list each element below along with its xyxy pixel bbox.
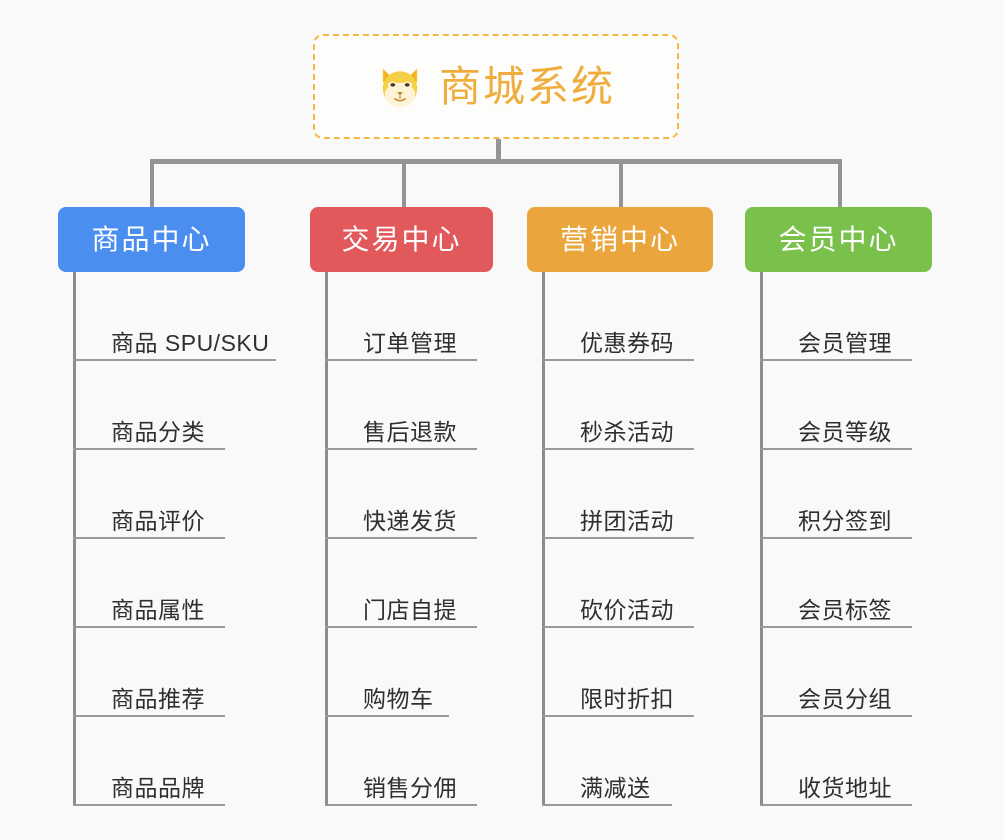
leaf-item[interactable]: 拼团活动 [542,450,694,539]
leaf-label: 门店自提 [363,596,457,623]
category-box-marketing-center[interactable]: 营销中心 [527,207,713,272]
leaf-item[interactable]: 商品分类 [73,361,225,450]
leaf-label: 满减送 [580,774,651,801]
shiba-inu-dog-face-icon [382,67,418,107]
root-node-content: 商城系统 [377,64,615,110]
leaf-label: 订单管理 [363,329,457,356]
leaf-label: 会员管理 [798,329,892,356]
leaf-item[interactable]: 购物车 [325,628,449,717]
leaf-label: 购物车 [363,685,434,712]
leaf-item[interactable]: 商品属性 [73,539,225,628]
leaf-label: 会员等级 [798,418,892,445]
leaf-item[interactable]: 商品评价 [73,450,225,539]
leaf-item[interactable]: 秒杀活动 [542,361,694,450]
leaf-label: 会员标签 [798,596,892,623]
root-node-shop-system[interactable]: 商城系统 [313,34,679,139]
column-spine-marketing-center [542,272,545,806]
leaf-item[interactable]: 砍价活动 [542,539,694,628]
leaf-item[interactable]: 收货地址 [760,717,912,806]
leaf-item[interactable]: 优惠券码 [542,272,694,361]
leaf-item[interactable]: 限时折扣 [542,628,694,717]
leaf-label: 销售分佣 [363,774,457,801]
leaf-label: 优惠券码 [580,329,674,356]
leaf-item[interactable]: 会员等级 [760,361,912,450]
root-title: 商城系统 [438,62,615,110]
category-box-product-center[interactable]: 商品中心 [58,207,245,272]
leaf-label: 商品 SPU/SKU [111,329,270,356]
category-box-trade-center[interactable]: 交易中心 [310,207,493,272]
connector-drop-product-center [150,159,154,209]
leaf-label: 商品属性 [111,596,205,623]
category-box-member-center[interactable]: 会员中心 [745,207,932,272]
leaf-item[interactable]: 门店自提 [325,539,477,628]
leaf-label: 快递发货 [363,507,457,534]
leaf-label: 积分签到 [798,507,892,534]
leaf-label: 砍价活动 [580,596,674,623]
category-label-trade-center: 交易中心 [341,223,462,255]
connector-drop-member-center [838,159,842,209]
leaf-item[interactable]: 会员标签 [760,539,912,628]
connector-drop-marketing-center [619,159,623,209]
leaf-label: 商品品牌 [111,774,205,801]
leaf-label: 拼团活动 [580,507,674,534]
category-label-marketing-center: 营销中心 [559,223,680,255]
leaf-label: 商品推荐 [111,685,205,712]
leaf-label: 收货地址 [798,774,892,801]
leaf-item[interactable]: 销售分佣 [325,717,477,806]
leaf-item[interactable]: 满减送 [542,717,672,806]
category-label-product-center: 商品中心 [91,223,212,255]
connector-horizontal-bus [150,159,842,164]
leaf-item[interactable]: 会员分组 [760,628,912,717]
category-label-member-center: 会员中心 [778,223,899,255]
leaf-label: 商品分类 [111,418,205,445]
leaf-label: 售后退款 [363,418,457,445]
leaf-item[interactable]: 商品品牌 [73,717,225,806]
leaf-item[interactable]: 积分签到 [760,450,912,539]
leaf-label: 商品评价 [111,507,205,534]
column-spine-member-center [760,272,763,806]
leaf-label: 限时折扣 [580,685,674,712]
leaf-label: 会员分组 [798,685,892,712]
connector-root-stem [496,139,501,163]
column-spine-trade-center [325,272,328,806]
connector-drop-trade-center [402,159,406,209]
column-spine-product-center [73,272,76,806]
leaf-label: 秒杀活动 [580,418,674,445]
leaf-item[interactable]: 会员管理 [760,272,912,361]
leaf-item[interactable]: 快递发货 [325,450,477,539]
leaf-item[interactable]: 商品 SPU/SKU [73,272,276,361]
leaf-item[interactable]: 售后退款 [325,361,477,450]
leaf-item[interactable]: 商品推荐 [73,628,225,717]
leaf-item[interactable]: 订单管理 [325,272,477,361]
